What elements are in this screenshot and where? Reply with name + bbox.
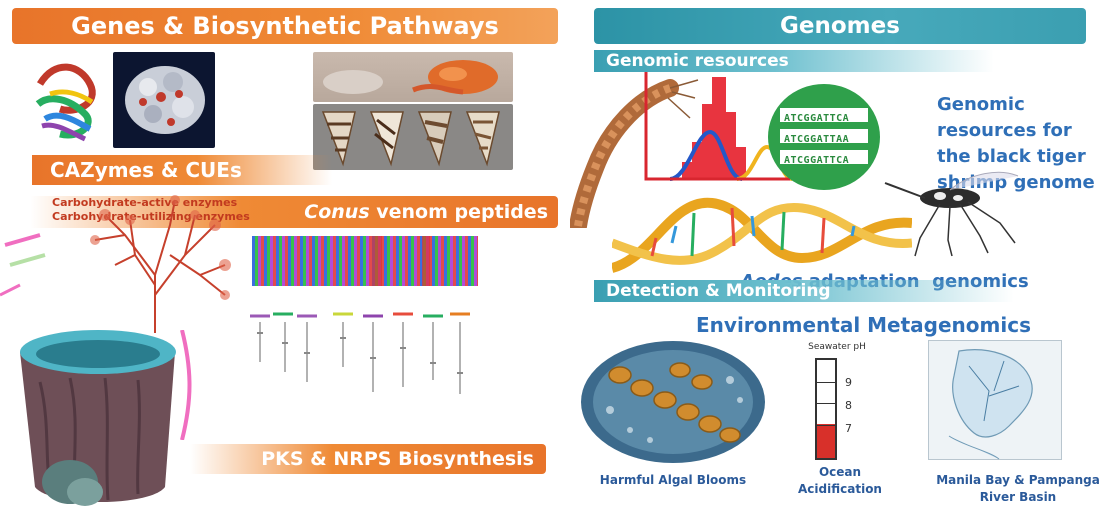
pks-nrps-title: PKS & NRPS Biosynthesis [261,448,534,470]
genes-pathways-title: Genes & Biosynthetic Pathways [71,12,499,40]
seq-row-3: ATCGGATTCA [784,155,850,166]
red-coral-image [75,195,240,335]
env-metagenomics-title: Environmental Metagenomics [696,313,1031,337]
conus-rest: venom peptides [369,201,548,223]
ph-gauge-graphic: Seawater pH 9 8 7 [798,340,876,460]
manila-bay-map [928,340,1062,460]
conus-venom-title: Conus venom peptides [304,201,548,223]
detection-title: Detection & Monitoring [606,281,831,301]
seq-row-2: ATCGGATTAA [784,134,850,145]
seq-row-1: ATCGGATTCA [784,113,850,124]
sequence-alignment-image [252,236,478,286]
histogram-graphic [642,72,793,184]
cazymes-line1: Carbohydrate-active enzymes [52,196,238,209]
sequence-reads-graphic [766,82,882,192]
genomic-resources-title: Genomic resources [606,51,789,71]
decorative-swirl [0,225,50,345]
decorative-pink-arc [178,329,194,441]
ph-gauge-fill [817,423,835,458]
protein-surface-image [113,52,215,148]
conus-italic: Conus [304,201,370,223]
manila-bay-caption: Manila Bay & Pampanga River Basin [936,473,1100,504]
black-tiger-line1: Genomic [937,94,1025,115]
genomic-resources-banner: Genomic resources [594,50,994,72]
detection-banner: Detection & Monitoring [594,280,1014,302]
sequence-reads-text: ATCGGATTCA ATCGGATTAA ATCGGATTCA [784,108,849,171]
ocean-acid-caption: Ocean Acidification [798,465,882,496]
genes-pathways-banner: Genes & Biosynthetic Pathways [12,8,558,44]
ph-tick-7: 7 [845,422,852,435]
conus-shells-photo [313,104,513,170]
ph-tick-8: 8 [845,399,852,412]
ph-gauge-tube [815,358,837,460]
black-tiger-line2: resources for [937,120,1072,141]
ph-gauge-label: Seawater pH [808,342,866,352]
conus-venom-banner: Conus venom peptides [30,196,558,228]
black-tiger-text: Genomic resources for the black tiger sh… [937,92,1095,196]
ph-tick-9: 9 [845,376,852,389]
peptide-structures-diagram [245,302,481,412]
algal-bloom-image [580,340,766,464]
conus-snail-photo [313,52,513,102]
aedes-mosquito-image [880,168,1020,258]
barrel-sponge-image [10,312,186,508]
cazymes-title: CAZymes & CUEs [50,158,242,182]
black-tiger-line3: the black tiger [937,146,1086,167]
cazymes-banner: CAZymes & CUEs [32,155,332,185]
genomes-banner: Genomes [594,8,1086,44]
harmful-algal-caption: Harmful Algal Blooms [599,473,747,487]
pks-nrps-banner: PKS & NRPS Biosynthesis [190,444,546,474]
genomes-title: Genomes [780,13,900,39]
protein-ribbon-image [30,54,108,146]
dna-helix-image [610,188,913,276]
